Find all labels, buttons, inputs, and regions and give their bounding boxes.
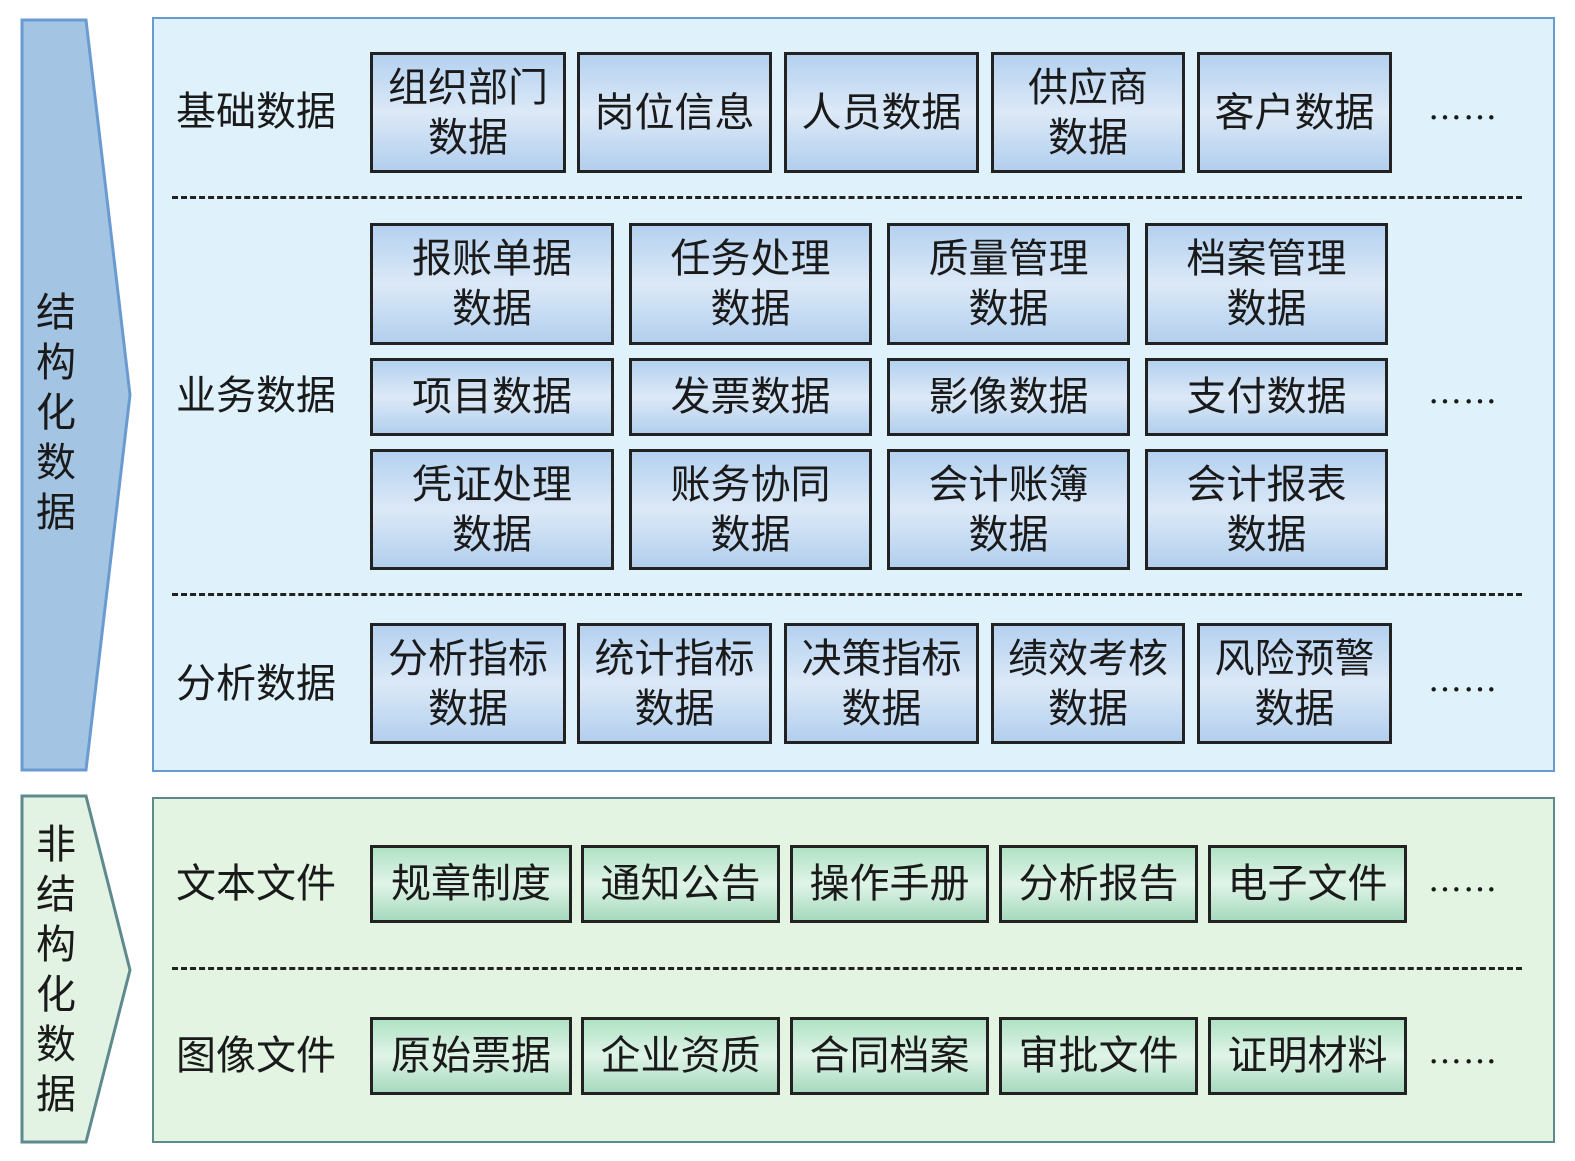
data-item-box: 支付数据 (1145, 358, 1388, 436)
structured-title: 结构化数据 (36, 290, 76, 536)
row-label-basic: 基础数据 (176, 89, 336, 135)
data-item-box: 绩效考核 数据 (991, 623, 1185, 744)
data-item-box: 会计报表 数据 (1145, 449, 1388, 570)
data-item-box: 决策指标 数据 (784, 623, 979, 744)
structured-arrow (20, 18, 132, 772)
unstructured-arrow (20, 794, 132, 1144)
data-item-box: 证明材料 (1208, 1017, 1407, 1095)
data-item-box: 分析报告 (999, 845, 1198, 923)
data-item-box: 客户数据 (1197, 52, 1392, 173)
row-label-text-files: 文本文件 (176, 861, 336, 907)
data-item-box: 报账单据 数据 (370, 223, 614, 345)
data-item-box: 账务协同 数据 (629, 449, 872, 570)
data-item-box: 合同档案 (790, 1017, 989, 1095)
data-item-box: 统计指标 数据 (577, 623, 772, 744)
data-item-box: 发票数据 (629, 358, 872, 436)
divider (172, 593, 1522, 596)
data-item-box: 档案管理 数据 (1145, 223, 1388, 345)
data-item-box: 质量管理 数据 (887, 223, 1130, 345)
data-item-box: 审批文件 (999, 1017, 1198, 1095)
data-item-box: 通知公告 (581, 845, 780, 923)
data-item-box: 规章制度 (370, 845, 572, 923)
row-label-analysis: 分析数据 (176, 661, 336, 707)
data-item-box: 人员数据 (784, 52, 979, 173)
more-ellipsis: …… (1428, 1032, 1498, 1072)
data-item-box: 分析指标 数据 (370, 623, 566, 744)
data-item-box: 任务处理 数据 (629, 223, 872, 345)
divider (172, 196, 1522, 199)
more-ellipsis: …… (1428, 372, 1498, 412)
data-item-box: 供应商 数据 (991, 52, 1185, 173)
more-ellipsis: …… (1428, 860, 1498, 900)
data-item-box: 原始票据 (370, 1017, 572, 1095)
data-item-box: 凭证处理 数据 (370, 449, 614, 570)
data-item-box: 岗位信息 (577, 52, 772, 173)
data-item-box: 企业资质 (581, 1017, 780, 1095)
row-label-business: 业务数据 (176, 373, 336, 419)
data-item-box: 风险预警 数据 (1197, 623, 1392, 744)
data-item-box: 组织部门 数据 (370, 52, 566, 173)
data-item-box: 影像数据 (887, 358, 1130, 436)
row-label-image-files: 图像文件 (176, 1033, 336, 1079)
data-item-box: 操作手册 (790, 845, 989, 923)
more-ellipsis: …… (1428, 88, 1498, 128)
more-ellipsis: …… (1428, 660, 1498, 700)
data-item-box: 项目数据 (370, 358, 614, 436)
unstructured-title: 非结构化数据 (36, 822, 76, 1118)
data-item-box: 会计账簿 数据 (887, 449, 1130, 570)
divider (172, 967, 1522, 970)
data-item-box: 电子文件 (1208, 845, 1407, 923)
